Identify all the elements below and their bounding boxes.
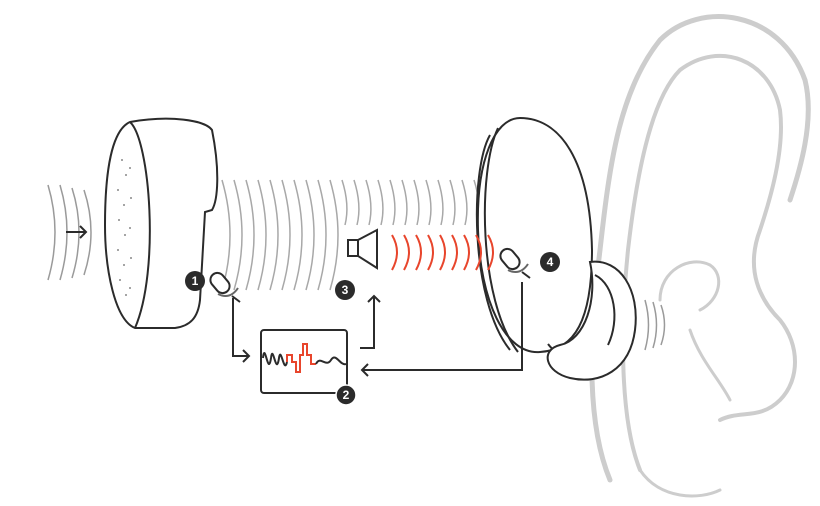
- noise-wave-arc: [389, 179, 396, 226]
- ear-tip: [546, 260, 637, 381]
- anti-noise-wave-arc: [415, 234, 422, 271]
- external-mic-icon: [209, 271, 241, 303]
- noise-wave-arc: [221, 179, 231, 291]
- earcup-grille: [117, 159, 132, 296]
- noise-wave-arc: [425, 179, 432, 226]
- noise-wave-arc: [257, 179, 267, 291]
- signal-arrows: [232, 282, 523, 377]
- anti-noise-waveform: [286, 343, 316, 373]
- arrow-right-icon: [66, 225, 88, 239]
- earbud: [475, 116, 601, 363]
- step-badge-2: 2: [335, 384, 357, 406]
- noise-wave-arc: [233, 179, 243, 291]
- noise-wave-arc: [413, 179, 420, 226]
- noise-wave-arc: [245, 179, 255, 291]
- step-number: 2: [343, 388, 350, 402]
- noise-wave-arc: [437, 179, 444, 226]
- ear-illustration: [589, 14, 811, 498]
- noise-wave-arc: [269, 179, 279, 291]
- processor-to-speaker-arrow: [360, 294, 381, 349]
- anti-noise-wave-arc: [463, 234, 470, 271]
- step-badge-1: 1: [185, 271, 205, 291]
- noise-wave-arc: [401, 179, 408, 226]
- noise-wave-arc: [449, 179, 456, 226]
- noise-wave-arc: [341, 179, 348, 226]
- step-badge-4: 4: [540, 252, 560, 272]
- anti-noise-wave-arc: [391, 234, 398, 271]
- ambient-noise-waves: [221, 179, 492, 291]
- anti-noise-wave-arc: [403, 234, 410, 271]
- noise-wave-arc: [281, 179, 291, 291]
- anti-noise-wave-arc: [487, 234, 494, 271]
- noise-wave-arc: [461, 179, 468, 226]
- noise-wave-arc: [353, 179, 360, 226]
- step-badge-3: 3: [335, 280, 355, 300]
- noise-wave-arc: [317, 179, 327, 291]
- noise-wave-arc: [377, 179, 384, 226]
- step-number: 4: [547, 255, 554, 269]
- noise-wave-arc: [329, 179, 339, 291]
- anti-noise-wave-arc: [475, 234, 482, 271]
- step-number: 1: [192, 274, 199, 288]
- step-number: 3: [342, 283, 349, 297]
- noise-wave-arc: [365, 179, 372, 226]
- noise-wave-arc: [293, 179, 303, 291]
- mic1-to-processor-arrow: [232, 298, 251, 363]
- noise-waveform: [262, 352, 288, 367]
- anti-noise-wave-arc: [427, 234, 434, 271]
- speaker-icon: [347, 228, 378, 270]
- outer-earcup: [103, 117, 219, 329]
- noise-wave-arc: [305, 179, 315, 291]
- ear-canal-waves: [644, 299, 666, 351]
- anti-noise-wave-arc: [451, 234, 458, 271]
- internal-mic-icon: [499, 247, 531, 279]
- mic4-to-processor-arrow: [360, 282, 523, 377]
- anti-noise-wave-arc: [439, 234, 446, 271]
- processor-box: [260, 329, 348, 394]
- anti-noise-waves: [391, 234, 494, 271]
